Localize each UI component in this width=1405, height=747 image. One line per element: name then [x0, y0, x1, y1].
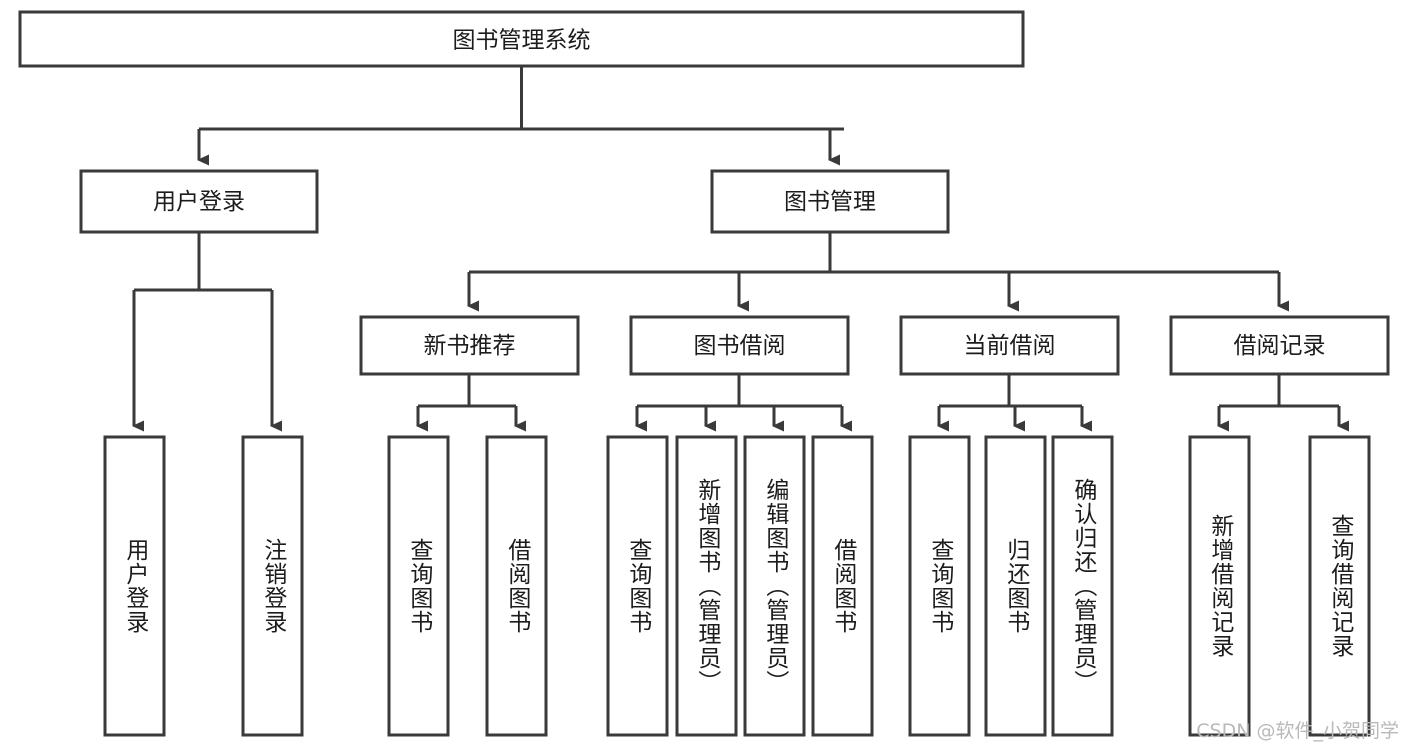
leaf-box [675, 435, 738, 737]
connector-records-to-leaves [1217, 374, 1349, 432]
connector-root-to-level2 [197, 66, 844, 166]
node-current-borrow[interactable]: 当前借阅 [899, 315, 1120, 376]
leaf-box [1051, 435, 1114, 737]
node-book-borrow[interactable]: 图书借阅 [629, 315, 850, 376]
node-new-book-recommend-label: 新书推荐 [424, 333, 516, 359]
node-borrow-records[interactable]: 借阅记录 [1169, 315, 1390, 376]
leaf-box [241, 435, 304, 737]
node-user-login-label: 用户登录 [153, 189, 245, 215]
leaf-box [908, 435, 971, 737]
node-book-management-label: 图书管理 [784, 189, 876, 215]
connector-user-login-to-leaves [132, 232, 282, 432]
node-new-book-recommend[interactable]: 新书推荐 [359, 315, 580, 376]
node-borrow-records-label: 借阅记录 [1234, 333, 1326, 359]
node-root[interactable]: 图书管理系统 [18, 10, 1025, 68]
node-current-borrow-label: 当前借阅 [964, 333, 1056, 359]
node-user-login[interactable]: 用户登录 [79, 169, 319, 234]
node-book-management[interactable]: 图书管理 [710, 169, 950, 234]
leaf-box [984, 435, 1047, 737]
connector-borrow-to-leaves [635, 374, 852, 432]
leaf-box [743, 435, 806, 737]
connector-new-book-to-leaves [416, 374, 526, 432]
leaf-box [103, 435, 166, 737]
leaf-boxes [103, 435, 1371, 737]
leaf-box [1308, 435, 1371, 737]
leaf-box [606, 435, 669, 737]
connector-book-mgmt-to-level3 [467, 232, 1289, 312]
leaf-box [1188, 435, 1251, 737]
leaf-box [811, 435, 874, 737]
node-book-borrow-label: 图书借阅 [694, 333, 786, 359]
leaf-box [387, 435, 450, 737]
connector-current-borrow-to-leaves [937, 374, 1092, 432]
leaf-box [485, 435, 548, 737]
csdn-watermark: CSDN @软件_小贺同学 [1196, 720, 1399, 742]
node-root-label: 图书管理系统 [453, 28, 591, 54]
